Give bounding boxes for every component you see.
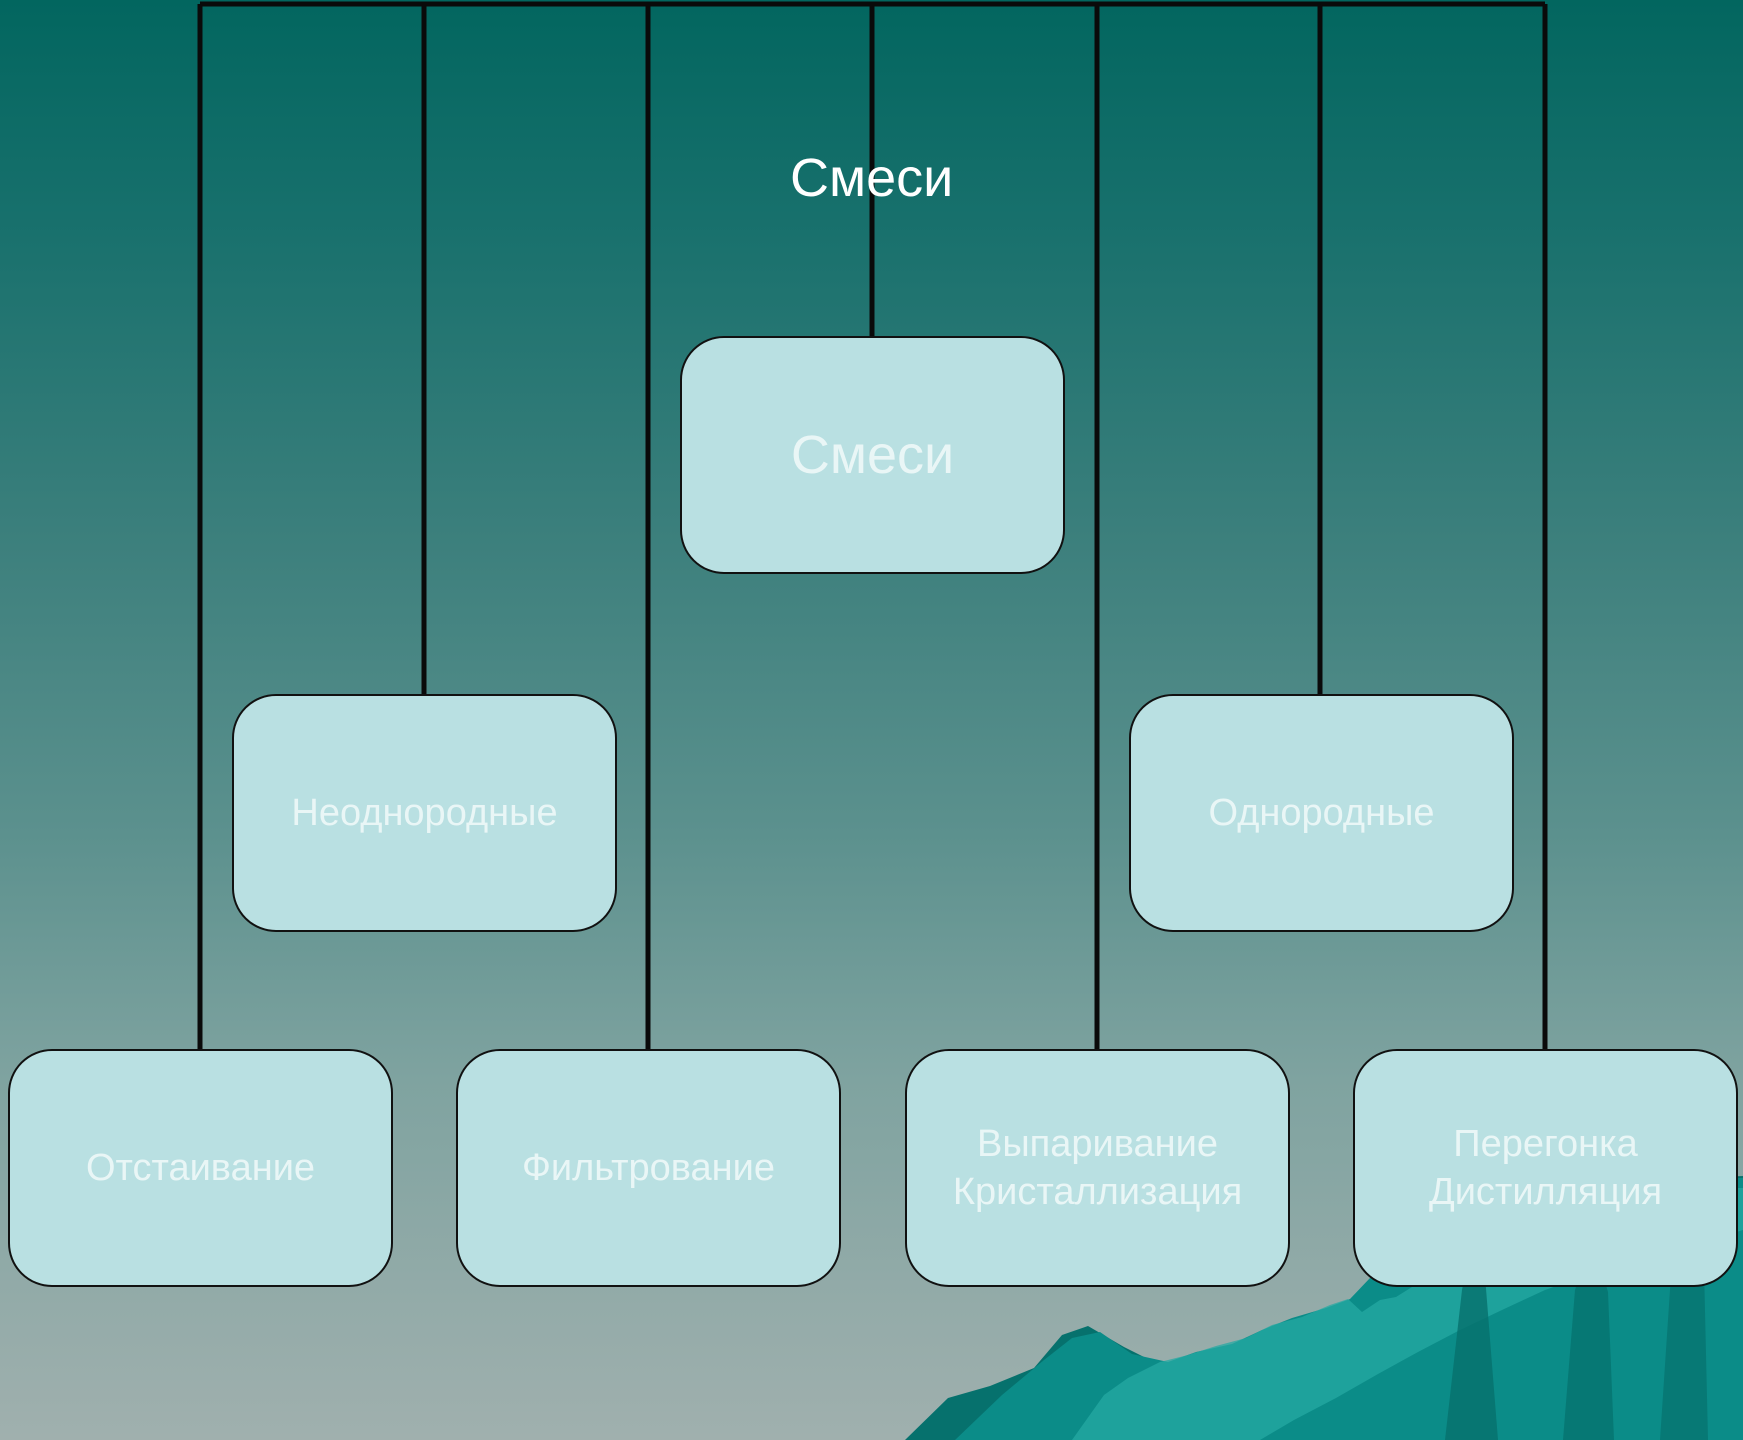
category-node-odnorodnye: Однородные bbox=[1129, 694, 1514, 932]
method-node-label: Перегонка Дистилляция bbox=[1428, 1123, 1663, 1213]
category-node-neodnorodnye: Неоднородные bbox=[232, 694, 617, 932]
category-node-label: Неоднородные bbox=[291, 792, 558, 834]
diagram-title: Смеси bbox=[790, 148, 954, 208]
method-node-label: Выпаривание Кристаллизация bbox=[952, 1123, 1243, 1213]
method-node-filtrovanie: Фильтрование bbox=[456, 1049, 841, 1287]
method-node-otstaivanie: Отстаивание bbox=[8, 1049, 393, 1287]
mountain-decoration bbox=[905, 1176, 1743, 1440]
method-node-label: Фильтрование bbox=[521, 1147, 776, 1189]
method-node-vyparivanie-kristallizatsiya: Выпаривание Кристаллизация bbox=[905, 1049, 1290, 1287]
root-node-smesi: Смеси bbox=[680, 336, 1065, 574]
root-node-label: Смеси bbox=[790, 425, 955, 485]
method-node-peregonka-distillyatsiya: Перегонка Дистилляция bbox=[1353, 1049, 1738, 1287]
method-node-label: Отстаивание bbox=[85, 1147, 316, 1189]
category-node-label: Однородные bbox=[1208, 792, 1435, 834]
